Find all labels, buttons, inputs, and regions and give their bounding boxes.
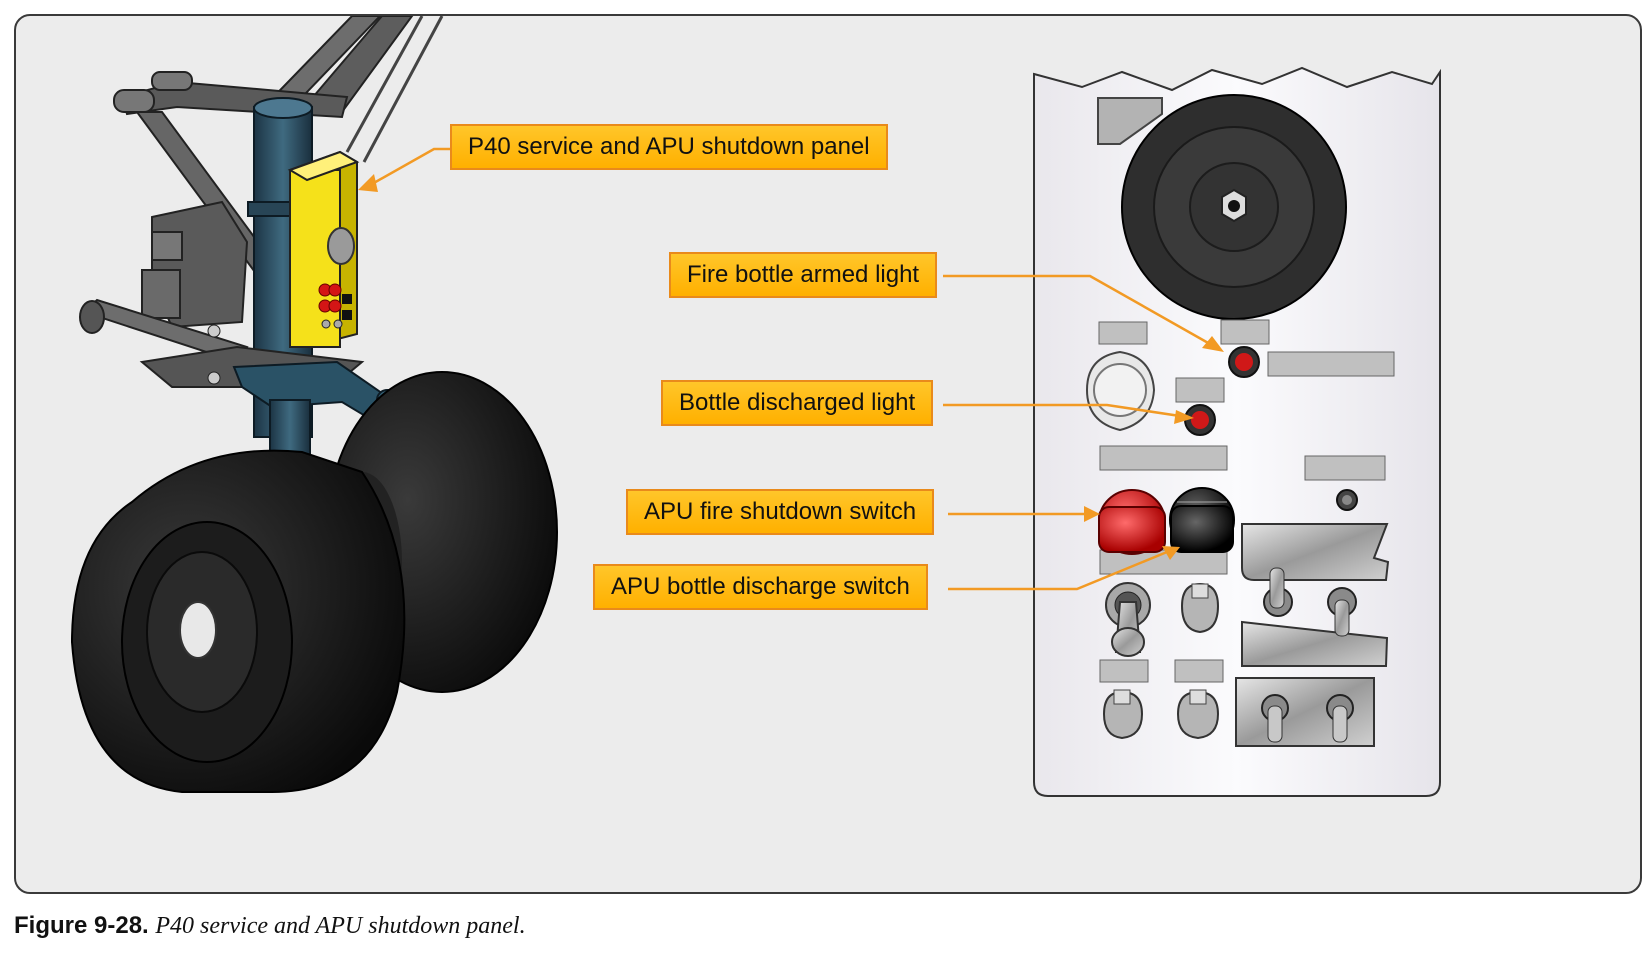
figure-caption: Figure 9-28. P40 service and APU shutdow… (14, 912, 526, 940)
landing-gear-illustration (70, 16, 558, 793)
toggle-switch-icon (1105, 582, 1151, 657)
apu-bottle-discharge-switch-icon (1169, 487, 1235, 553)
figure-caption-text: P40 service and APU shutdown panel. (155, 913, 526, 939)
service-panel-illustration (1033, 66, 1441, 797)
apu-fire-shutdown-switch-icon (1098, 489, 1166, 555)
leader-arrowheads (358, 174, 1224, 560)
leader-lines (371, 147, 1211, 591)
callout-apu-fire-shutdown-switch: APU fire shutdown switch (626, 489, 935, 535)
callout-fire-bottle-armed-light: Fire bottle armed light (669, 252, 938, 298)
illustration (70, 16, 1441, 797)
callout-bottle-discharged-light: Bottle discharged light (661, 380, 934, 426)
bottle-discharged-light-icon (1184, 404, 1216, 436)
callout-apu-bottle-discharge-switch: APU bottle discharge switch (593, 564, 928, 610)
figure-number: Figure 9-28. (14, 912, 149, 939)
p40-panel-box (287, 150, 360, 349)
figure-frame: P40 service and APU shutdown panel Fire … (14, 14, 1642, 894)
callout-p40-panel: P40 service and APU shutdown panel (450, 124, 888, 170)
fire-bottle-armed-light-icon (1228, 346, 1260, 378)
